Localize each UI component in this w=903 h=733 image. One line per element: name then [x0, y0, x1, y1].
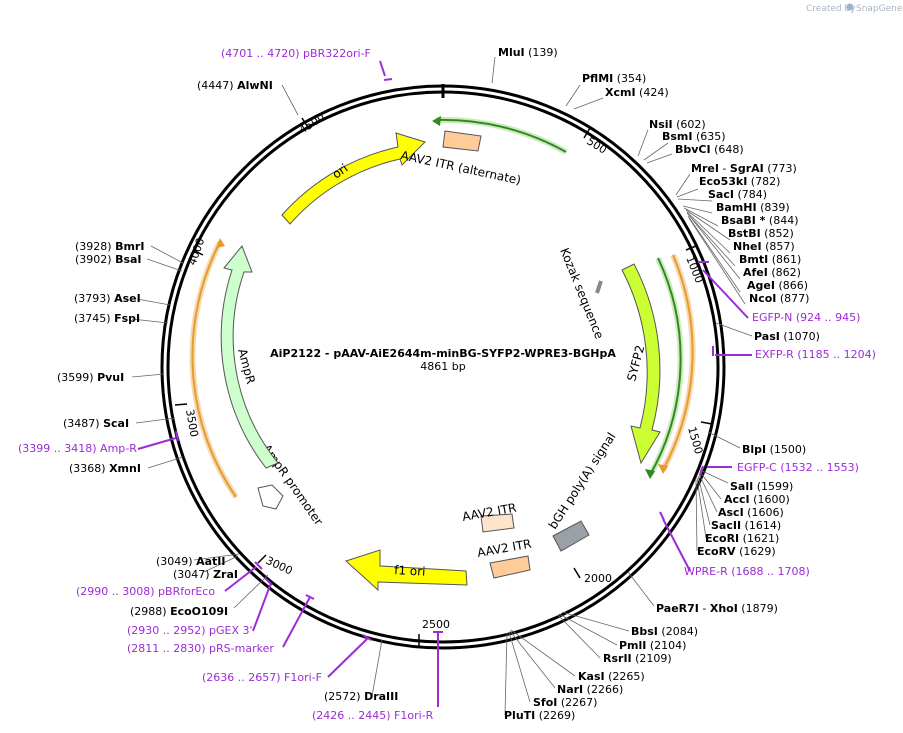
feature-ampr-promoter[interactable]: [257, 484, 284, 510]
site-label-24[interactable]: EcoRV (1629): [697, 545, 776, 558]
site-label-5[interactable]: BbvCI (648): [675, 143, 744, 156]
site-label-1[interactable]: PflMI (354): [582, 72, 646, 85]
tick-label-2500: 2500: [422, 618, 450, 631]
feature-aav2-itr-alternate-label: AAV2 ITR (alternate): [399, 148, 522, 187]
site-label-40[interactable]: (3745) FspI: [74, 312, 140, 325]
plasmid-name: AiP2122 - pAAV-AiE2644m-minBG-SYFP2-WPRE…: [270, 347, 616, 360]
site-label-30[interactable]: NarI (2266): [557, 683, 623, 696]
primer-label-7[interactable]: (2930 .. 2952) pGEX 3': [127, 624, 253, 637]
site-label-19[interactable]: SalI (1599): [730, 480, 793, 493]
site-label-12[interactable]: NheI (857): [733, 240, 795, 253]
tick-label-2000: 2000: [584, 572, 612, 585]
site-label-36[interactable]: (3049) AatII: [156, 555, 225, 568]
primer-label-1[interactable]: EGFP-N (924 .. 945): [752, 311, 860, 324]
site-label-32[interactable]: PluTI (2269): [504, 709, 575, 722]
orf-lines: [189, 116, 696, 499]
orf-arrow-icon: [658, 464, 668, 474]
feature-kozak[interactable]: [595, 280, 603, 294]
credit-brand: SnapGene: [856, 4, 903, 14]
site-label-10[interactable]: BsaBI * (844): [721, 214, 799, 227]
orf-arrow-icon: [432, 116, 441, 126]
feature-aav2-itr-2[interactable]: [489, 555, 531, 579]
primer-label-8[interactable]: (2811 .. 2830) pRS-marker: [127, 642, 274, 655]
plasmid-size: 4861 bp: [420, 360, 465, 373]
site-label-23[interactable]: EcoRI (1621): [705, 532, 779, 545]
site-label-3[interactable]: NsiI (602): [649, 118, 706, 131]
site-label-7[interactable]: Eco53kI (782): [699, 175, 780, 188]
site-label-9[interactable]: BamHI (839): [716, 201, 790, 214]
primer-label-4[interactable]: WPRE-R (1688 .. 1708): [684, 565, 810, 578]
snapgene-logo-icon: [846, 3, 854, 11]
primer-label-9[interactable]: (2636 .. 2657) F1ori-F: [202, 671, 322, 684]
primer-label-5[interactable]: (3399 .. 3418) Amp-R: [18, 442, 137, 455]
tick-label-4500: 4500: [297, 110, 328, 136]
site-label-43[interactable]: (3928) BmrI: [75, 240, 144, 253]
tick-label-3500: 3500: [183, 408, 201, 438]
site-label-35[interactable]: (3047) ZraI: [173, 568, 238, 581]
site-label-2[interactable]: XcmI (424): [605, 86, 669, 99]
primer-label-10[interactable]: (2426 .. 2445) F1ori-R: [312, 709, 434, 722]
primer-markers: [137, 60, 752, 707]
site-label-41[interactable]: (3793) AseI: [74, 292, 141, 305]
site-label-17[interactable]: PasI (1070): [754, 330, 820, 343]
site-label-34[interactable]: (2988) EcoO109I: [130, 605, 228, 618]
feature-bgh-polya[interactable]: [552, 520, 590, 552]
site-label-0[interactable]: MluI (139): [498, 46, 558, 59]
primer-label-6[interactable]: (2990 .. 3008) pBRforEco: [76, 585, 215, 598]
orf-arrow-icon: [645, 469, 655, 479]
tick-label-4000: 4000: [186, 236, 208, 267]
site-label-33[interactable]: (2572) DraIII: [324, 690, 398, 703]
feature-kozak-label: Kozak sequence: [557, 246, 606, 341]
orf-arrow-icon: [216, 238, 225, 248]
feature-aav2-itr-1[interactable]: [480, 513, 515, 533]
feature-bgh-polya-label: bGH poly(A) signal: [546, 430, 619, 532]
restriction-site-labels: MluI (139) PflMI (354)XcmI (424) NsiI (602…: [57, 46, 820, 722]
feature-f1-ori-label: f1 ori: [394, 563, 426, 579]
site-label-6[interactable]: MreI - SgrAI (773): [691, 162, 797, 175]
site-label-22[interactable]: SacII (1614): [711, 519, 781, 532]
site-label-28[interactable]: RsrII (2109): [603, 652, 672, 665]
site-label-14[interactable]: AfeI (862): [743, 266, 801, 279]
tick-label-1500: 1500: [685, 425, 705, 455]
feature-f1-ori[interactable]: [345, 549, 468, 592]
site-label-39[interactable]: (3599) PvuI: [57, 371, 124, 384]
site-label-15[interactable]: AgeI (866): [747, 279, 808, 292]
tick-marks: [174, 117, 713, 646]
site-label-44[interactable]: (4447) AlwNI: [197, 79, 273, 92]
site-label-27[interactable]: PmlI (2104): [619, 639, 686, 652]
primer-labels: (4701 .. 4720) pBR322ori-F EGFP-N (924 ..…: [18, 47, 876, 722]
site-label-4[interactable]: BsmI (635): [662, 130, 726, 143]
feature-sypf2[interactable]: [621, 263, 661, 465]
site-label-8[interactable]: SacI (784): [708, 188, 767, 201]
site-label-25[interactable]: PaeR7I - XhoI (1879): [656, 602, 778, 615]
site-label-16[interactable]: NcoI (877): [749, 292, 809, 305]
feature-sypf2-label: SYFP2: [624, 344, 647, 383]
site-label-20[interactable]: AccI (1600): [724, 493, 790, 506]
site-label-11[interactable]: BstBI (852): [728, 227, 794, 240]
site-label-13[interactable]: BmtI (861): [739, 253, 801, 266]
site-label-38[interactable]: (3487) ScaI: [63, 417, 129, 430]
feature-ori[interactable]: [281, 132, 426, 225]
site-label-29[interactable]: KasI (2265): [578, 670, 645, 683]
site-label-37[interactable]: (3368) XmnI: [69, 462, 141, 475]
feature-ampr[interactable]: [220, 245, 279, 469]
feature-aav2-itr-alternate[interactable]: [442, 130, 482, 152]
primer-label-0[interactable]: (4701 .. 4720) pBR322ori-F: [221, 47, 371, 60]
site-label-21[interactable]: AscI (1606): [718, 506, 784, 519]
site-label-31[interactable]: SfoI (2267): [533, 696, 597, 709]
tick-label-3000: 3000: [264, 554, 295, 578]
site-label-18[interactable]: BlpI (1500): [742, 443, 806, 456]
site-label-26[interactable]: BbsI (2084): [631, 625, 698, 638]
site-leader-lines: [131, 56, 753, 716]
primer-label-3[interactable]: EGFP-C (1532 .. 1553): [737, 461, 859, 474]
site-label-42[interactable]: (3902) BsaI: [75, 253, 142, 266]
credit-prefix: Created by: [806, 4, 856, 14]
feature-ampr-label: AmpR: [235, 347, 258, 385]
primer-label-2[interactable]: EXFP-R (1185 .. 1204): [755, 348, 876, 361]
